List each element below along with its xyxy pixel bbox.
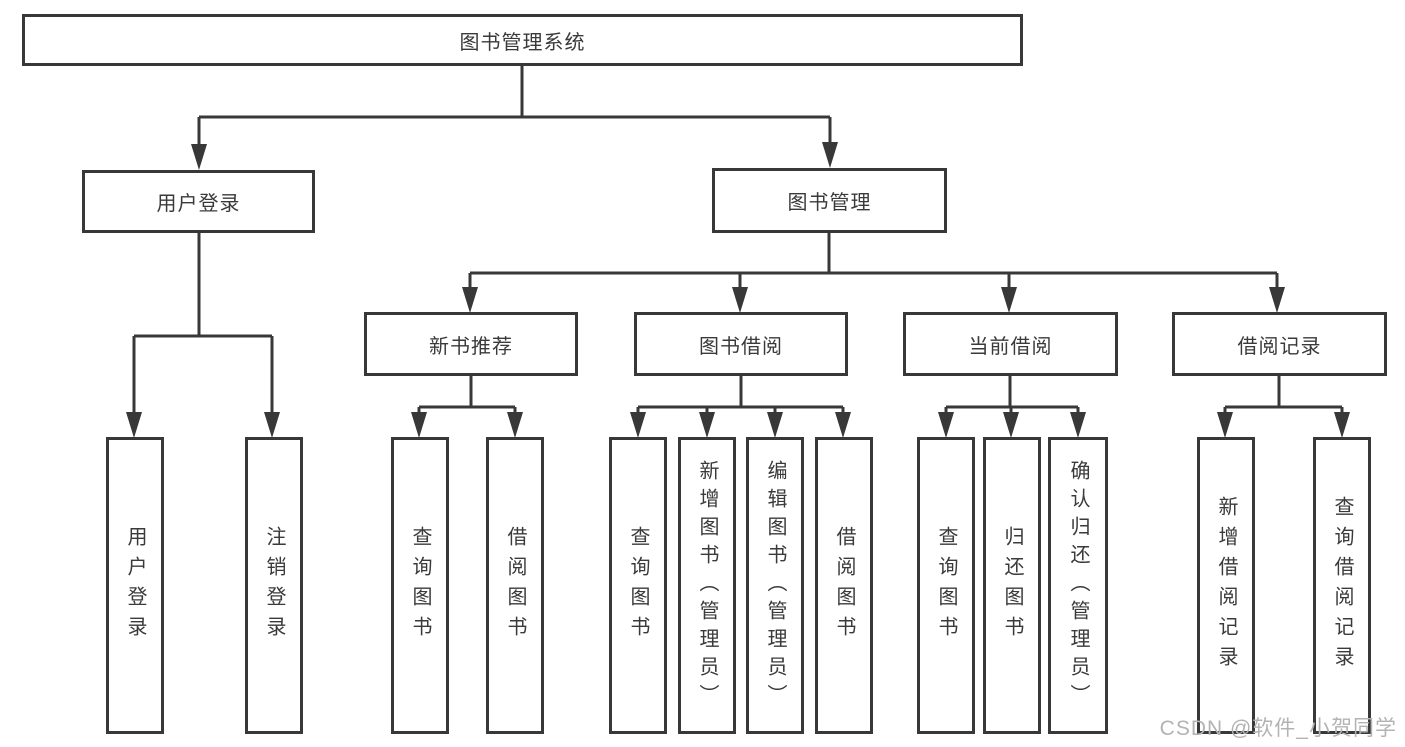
node-label: 查询借阅记录 — [1331, 495, 1353, 676]
node-label: 图书管理系统 — [459, 31, 586, 54]
leaf-query-books-borrowing: 查询图书 — [609, 437, 667, 734]
csdn-watermark: CSDN @软件_小贺同学 — [1159, 717, 1397, 740]
node-label: 图书借阅 — [699, 335, 783, 358]
node-user-login: 用户登录 — [82, 170, 315, 233]
leaf-logout: 注销登录 — [245, 437, 303, 734]
leaf-query-books-recommend: 查询图书 — [391, 437, 449, 734]
node-label: 注销登录 — [263, 525, 285, 646]
node-book-management-system: 图书管理系统 — [22, 14, 1023, 66]
node-label: 用户登录 — [156, 193, 241, 215]
leaf-user-login: 用户登录 — [106, 437, 164, 734]
node-book-management: 图书管理 — [712, 168, 947, 233]
leaf-borrow-books-recommend: 借阅图书 — [486, 437, 544, 734]
node-label: 查询图书 — [935, 525, 957, 646]
node-label: 查询图书 — [409, 525, 431, 646]
leaf-query-books-current: 查询图书 — [917, 437, 975, 734]
node-current-borrowing: 当前借阅 — [903, 312, 1118, 376]
node-label: 新增图书（管理员） — [696, 459, 718, 712]
node-new-book-recommend: 新书推荐 — [364, 312, 578, 376]
leaf-edit-book-admin: 编辑图书（管理员） — [746, 437, 804, 734]
leaf-add-book-admin: 新增图书（管理员） — [678, 437, 736, 734]
node-borrow-records: 借阅记录 — [1172, 312, 1387, 376]
node-label: 借阅图书 — [833, 525, 855, 646]
node-label: 编辑图书（管理员） — [764, 459, 786, 712]
node-book-borrowing: 图书借阅 — [634, 312, 848, 376]
node-label: 确认归还（管理员） — [1067, 459, 1089, 712]
node-label: 借阅记录 — [1237, 335, 1322, 358]
arrowhead-icons — [126, 142, 1350, 438]
node-label: 新增借阅记录 — [1215, 495, 1237, 676]
leaf-add-borrow-record: 新增借阅记录 — [1197, 437, 1255, 734]
node-label: 新书推荐 — [429, 335, 513, 358]
leaf-borrow-books-borrowing: 借阅图书 — [815, 437, 873, 734]
node-label: 借阅图书 — [504, 525, 526, 646]
node-label: 查询图书 — [627, 525, 649, 646]
node-label: 归还图书 — [1001, 525, 1023, 646]
node-label: 用户登录 — [124, 525, 146, 646]
leaf-confirm-return-admin: 确认归还（管理员） — [1048, 437, 1108, 734]
node-label: 图书管理 — [787, 192, 872, 214]
node-label: 当前借阅 — [968, 335, 1053, 358]
leaf-query-borrow-record: 查询借阅记录 — [1313, 437, 1371, 734]
leaf-return-books: 归还图书 — [983, 437, 1041, 734]
